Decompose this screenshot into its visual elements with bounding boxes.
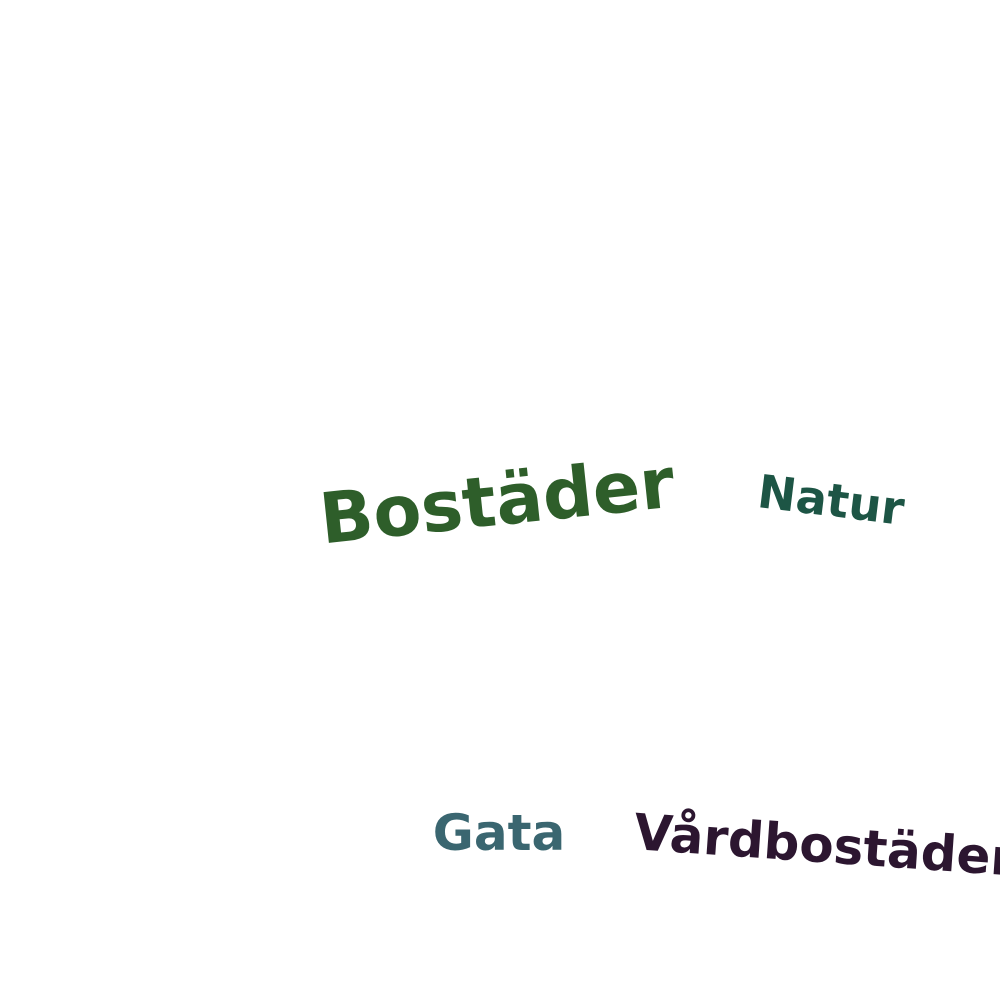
word-bostader: Bostäder <box>315 441 679 561</box>
word-natur: Natur <box>754 464 908 536</box>
word-vardbostader: Vårdbostäder <box>631 803 1000 888</box>
word-gata: Gata <box>432 804 566 862</box>
